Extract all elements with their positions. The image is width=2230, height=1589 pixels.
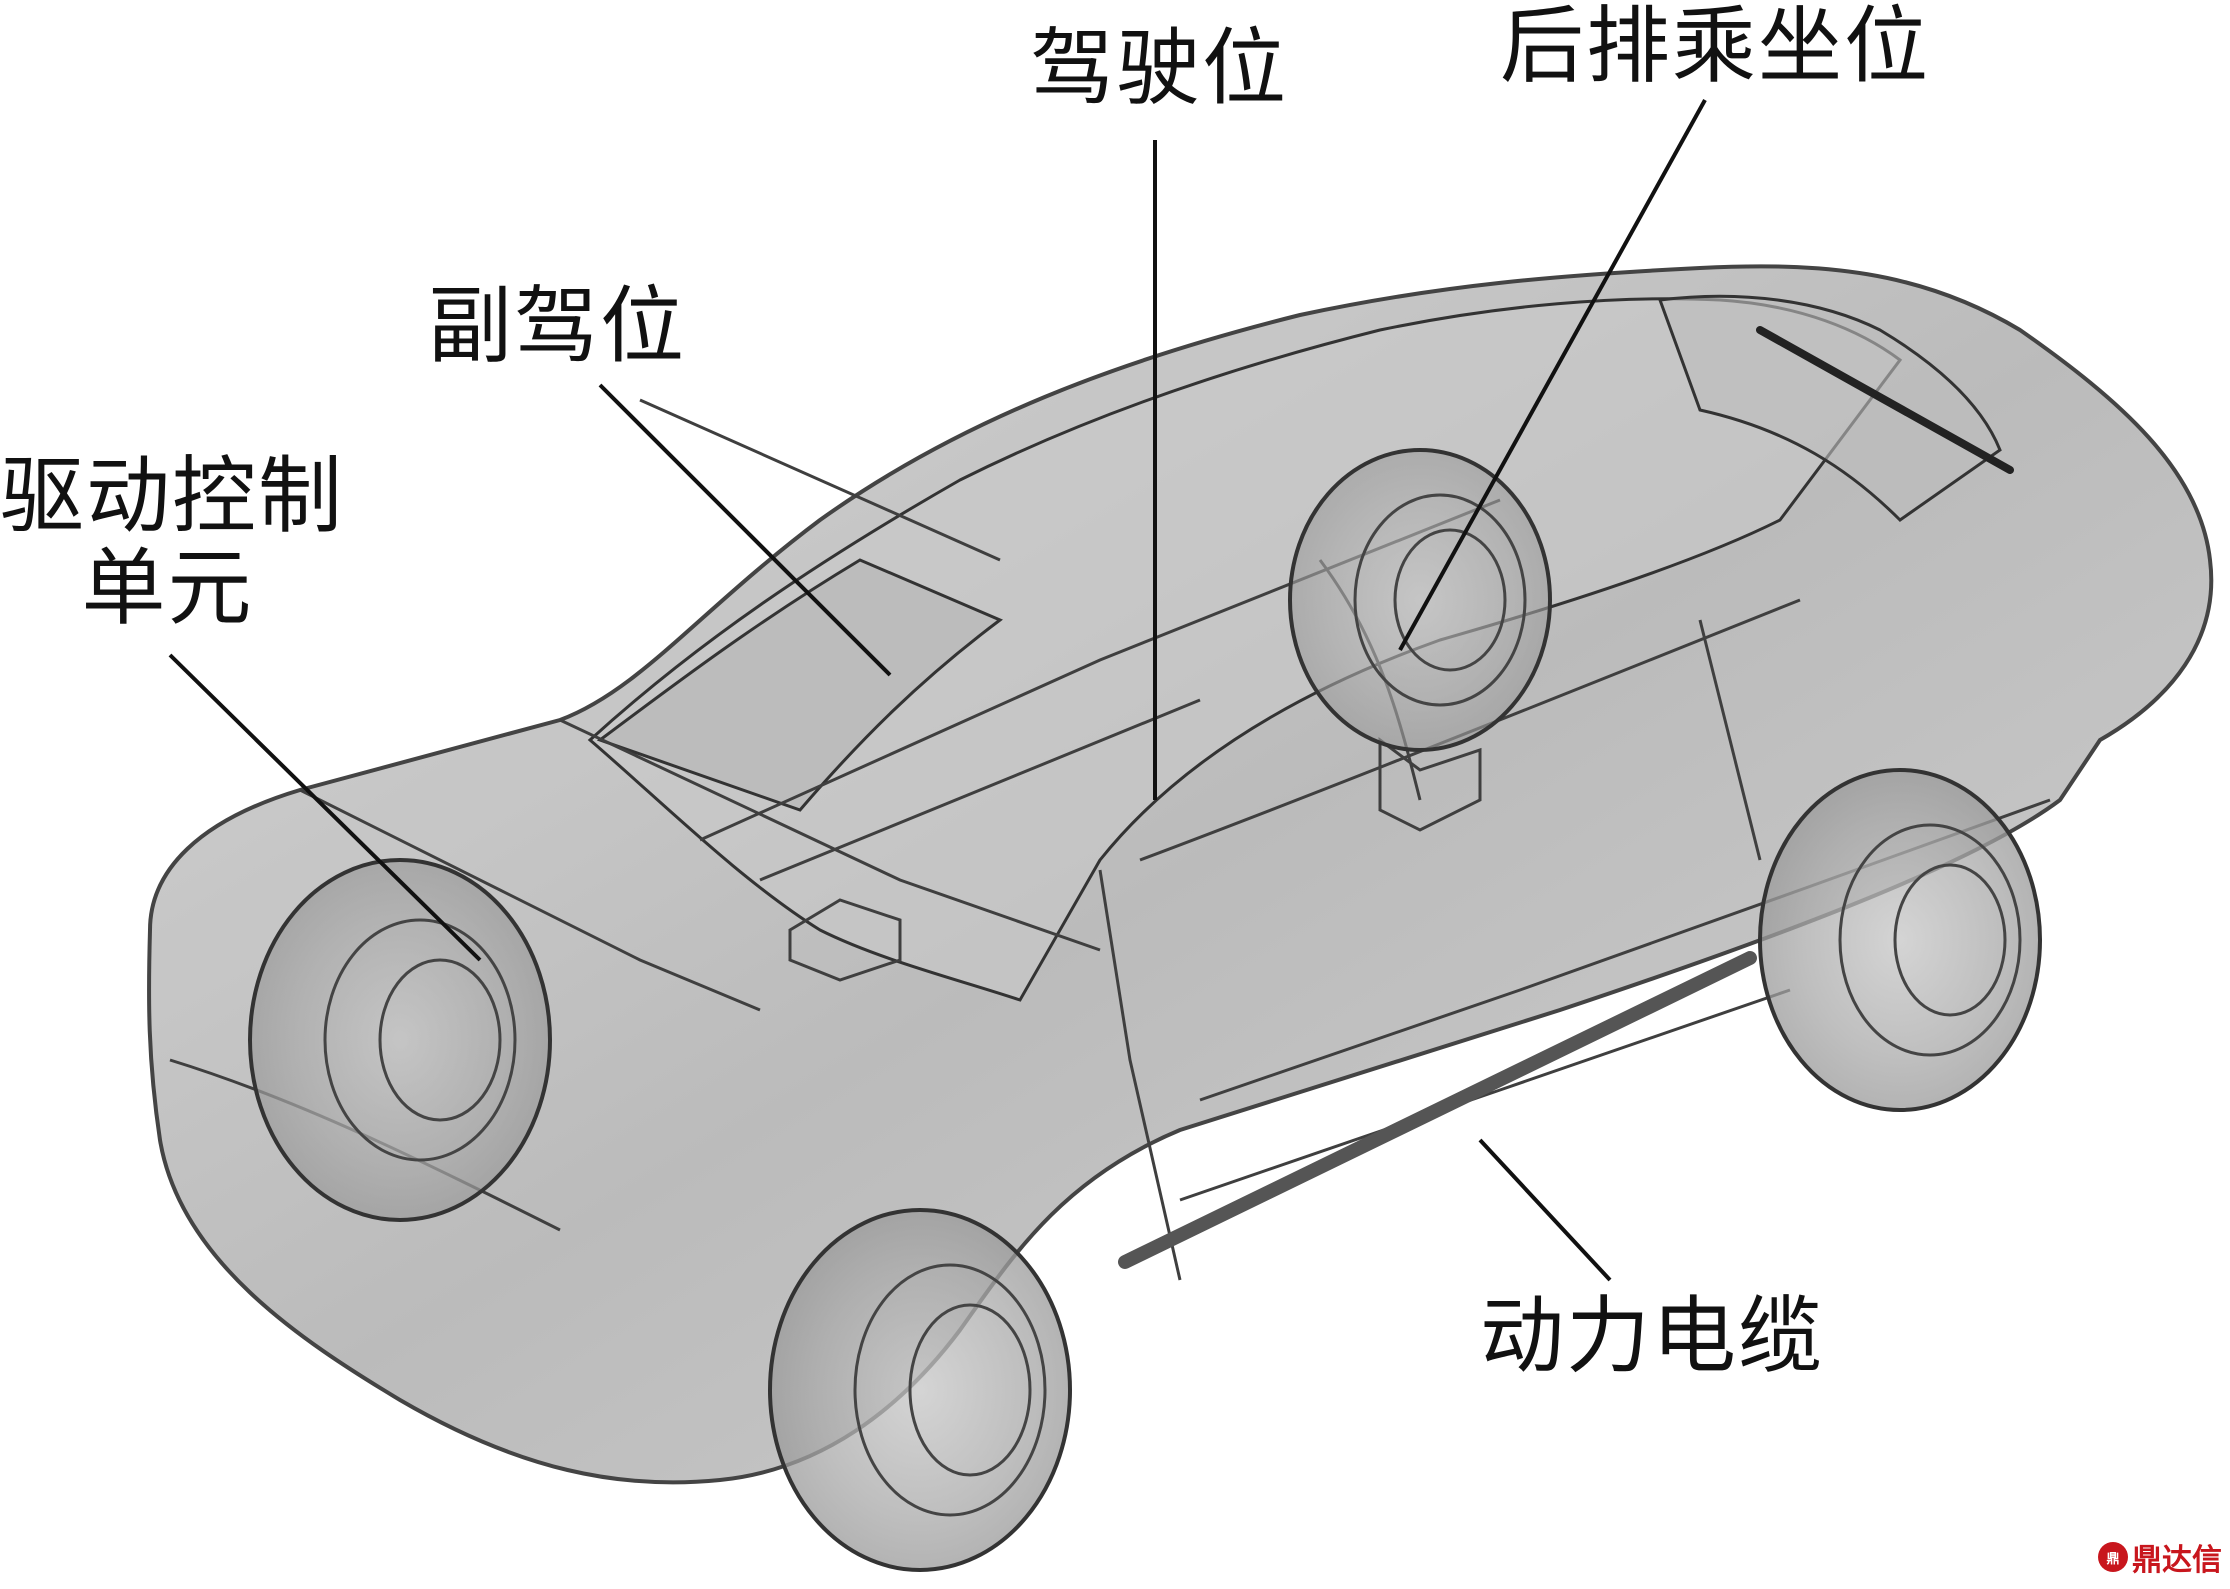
leader-drive-control [168, 653, 482, 962]
body-panel-lines [169, 398, 2051, 1281]
watermark-logo: 鼎 鼎达信 [2098, 1535, 2222, 1579]
label-drive-control-line2: 单元 [81, 539, 254, 638]
watermark-text: 鼎达信 [2132, 1543, 2222, 1578]
label-rear-seat: 后排乘坐位 [1500, 0, 1931, 95]
label-drive-control-line1: 驱动控制 [0, 447, 345, 545]
windshield [596, 558, 1003, 812]
rear-left-wheel [1288, 448, 1552, 752]
leader-passenger-seat [598, 383, 892, 677]
leader-lines [168, 99, 1707, 1282]
car-body-outline [147, 264, 2214, 1485]
leader-power-cable [1478, 1138, 1612, 1282]
power-cable-line [1118, 951, 1757, 1269]
label-drive-control-unit: 驱动控制 单元 [0, 447, 345, 638]
label-passenger-seat: 副驾位 [428, 277, 687, 375]
rear-right-wheel [1758, 768, 2042, 1112]
leader-rear-seat [1398, 99, 1707, 651]
label-power-cable: 动力电缆 [1480, 1287, 1825, 1385]
rear-window [1657, 294, 2002, 522]
seal-icon: 鼎 [2098, 1542, 2128, 1572]
label-driver-seat: 驾驶位 [1030, 19, 1289, 117]
rear-spoiler [1756, 326, 2014, 474]
front-right-wheel [768, 1208, 1072, 1572]
front-left-wheel [248, 858, 552, 1222]
